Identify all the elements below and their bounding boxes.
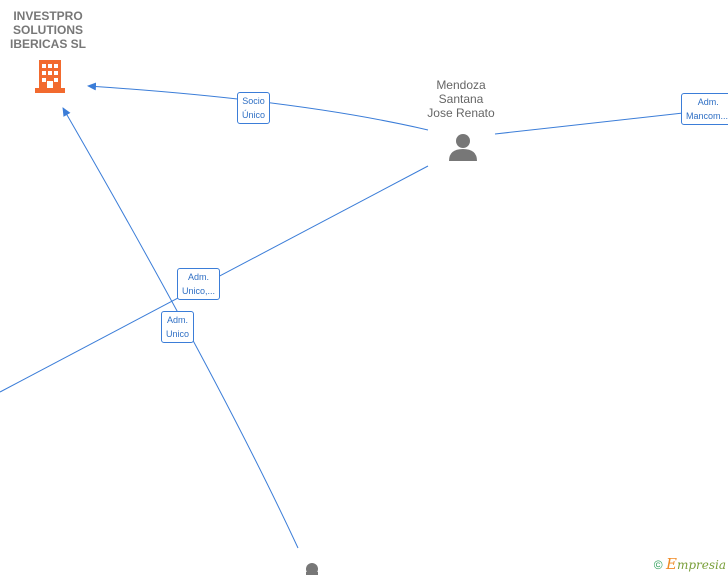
edge-label-adm-mancom[interactable]: Adm. Mancom....	[681, 93, 728, 125]
brand-logo: Empresia	[665, 555, 726, 573]
edge-socio-line	[87, 82, 429, 131]
person-name-label[interactable]: Mendoza Santana Jose Renato	[427, 78, 495, 120]
edge-label-adm-unico[interactable]: Adm. Unico	[161, 311, 195, 343]
edge-adm-unico-line	[62, 107, 299, 549]
copyright-icon: ©	[653, 558, 663, 572]
empresia-watermark: © Empresia	[654, 555, 726, 573]
building-windows	[42, 64, 58, 88]
person-icon[interactable]	[449, 134, 477, 161]
person-icon-bottom[interactable]	[306, 563, 318, 575]
edge-label-adm-unico-etc[interactable]: Adm. Unico,...	[177, 268, 221, 300]
edge-label-socio[interactable]: Socio Único	[237, 92, 271, 124]
company-name-label[interactable]: INVESTPRO SOLUTIONS IBERICAS SL	[9, 9, 86, 51]
